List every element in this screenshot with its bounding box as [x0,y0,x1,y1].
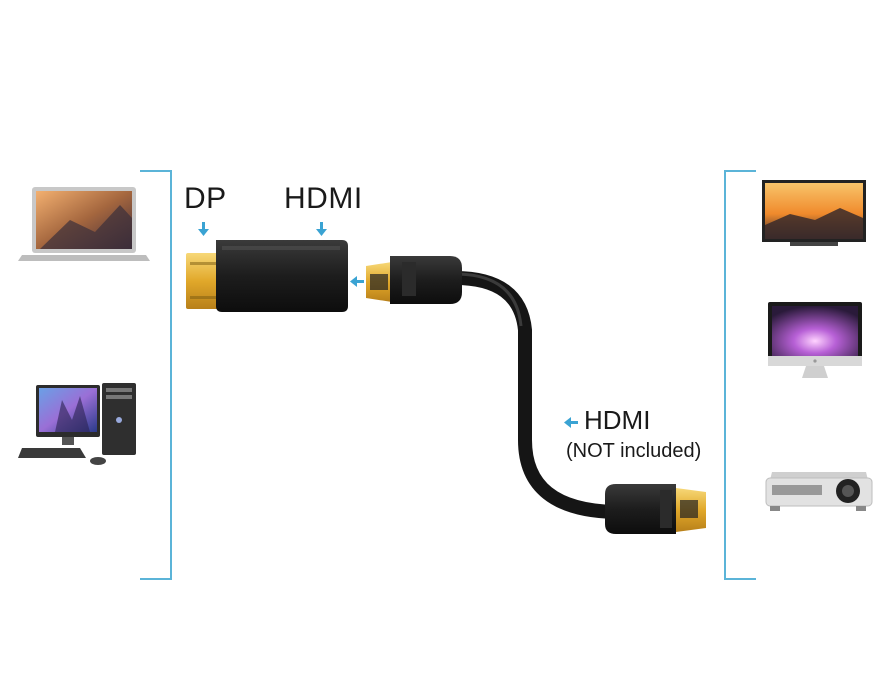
hdmi-side-arrow-icon [564,417,578,428]
hdmi-port-arrow-icon [350,276,364,287]
laptop-icon [18,187,150,261]
dp-label: DP [184,182,227,215]
hdmi-plug-bottom [605,484,706,534]
hdmi-plug-top [366,256,462,304]
dp-arrow-icon [198,222,209,236]
dp-adapter [186,240,348,312]
monitor-icon [768,302,862,378]
hdmi-cable [448,271,622,519]
tv-icon [762,180,866,246]
not-included-label: (NOT included) [566,440,702,462]
hdmi-top-arrow-icon [316,222,327,236]
source-devices-bracket [140,170,172,580]
hdmi-side-label: HDMI [584,405,651,435]
projector-icon [765,472,873,511]
desktop-computer-icon [18,383,136,465]
hdmi-top-label: HDMI [284,182,363,215]
display-devices-bracket [724,170,756,580]
